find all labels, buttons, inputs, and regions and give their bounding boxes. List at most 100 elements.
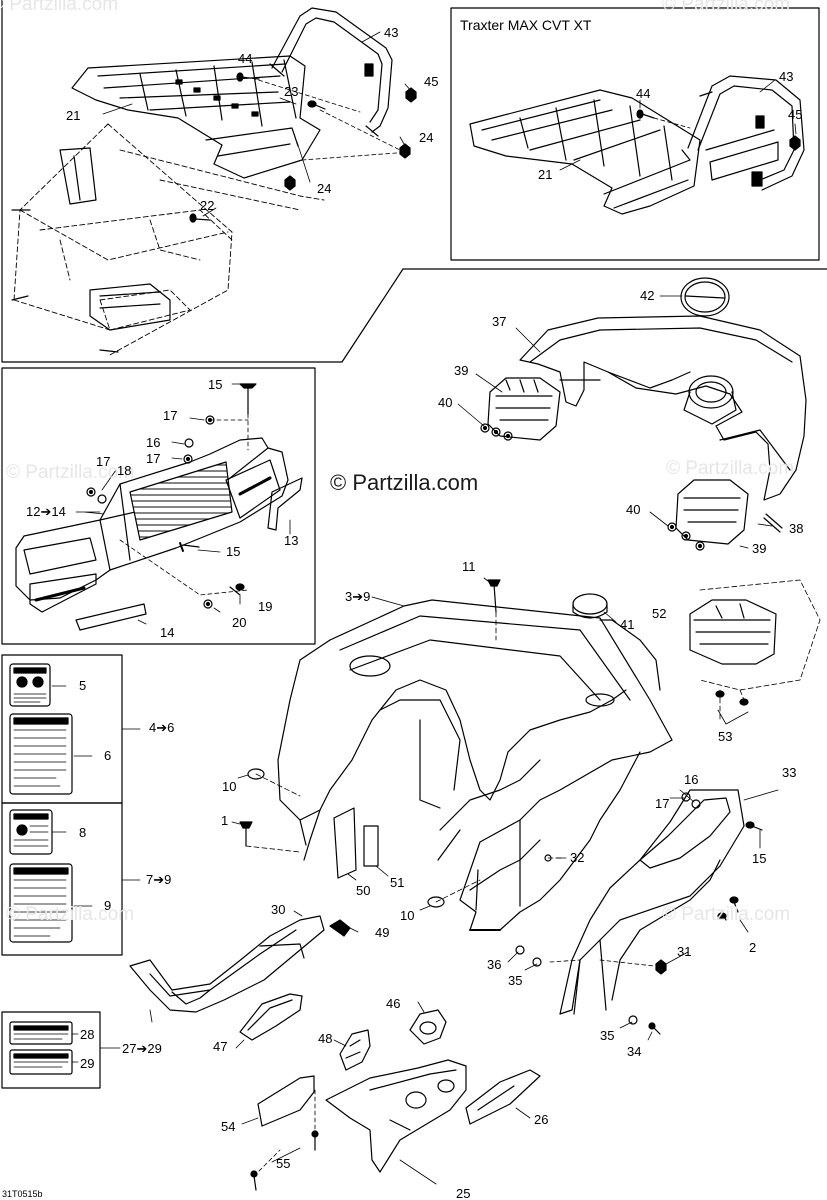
callout-20: 20 bbox=[232, 615, 247, 630]
callout-45: 45 bbox=[788, 107, 803, 122]
decal-6 bbox=[9, 713, 73, 795]
callout-40: 40 bbox=[626, 502, 641, 517]
callout-9: 9 bbox=[104, 898, 112, 913]
callout-54: 54 bbox=[221, 1119, 236, 1134]
callout-26: 26 bbox=[534, 1112, 549, 1127]
callout-2: 2 bbox=[749, 940, 757, 955]
inner-panel-25 bbox=[325, 1059, 467, 1173]
inset-box bbox=[450, 7, 820, 261]
watermark-mid-left: © Partzilla.com bbox=[6, 462, 135, 483]
storage-box-39-top bbox=[487, 377, 561, 441]
rack-hardware bbox=[189, 72, 417, 223]
rear-rack-21 bbox=[71, 55, 321, 179]
callout-52: 52 bbox=[652, 606, 667, 621]
callout-37: 37 bbox=[492, 314, 507, 329]
rear-handle-43 bbox=[269, 7, 393, 137]
rack-leader-lines bbox=[102, 31, 413, 217]
rack-panel-border bbox=[1, 0, 827, 363]
callout-19: 19 bbox=[258, 599, 273, 614]
callout-47: 47 bbox=[213, 1039, 228, 1054]
callout-18: 18 bbox=[117, 463, 132, 478]
decal-9 bbox=[9, 863, 73, 943]
callout-12-14: 12➔14 bbox=[26, 504, 66, 519]
callout-55: 55 bbox=[276, 1156, 291, 1171]
decal-29 bbox=[9, 1049, 73, 1075]
front-console-37 bbox=[519, 315, 807, 501]
fender-hardware bbox=[515, 792, 763, 1035]
callout-28: 28 bbox=[80, 1027, 95, 1042]
bracket-48 bbox=[339, 1029, 371, 1071]
callout-41: 41 bbox=[620, 617, 635, 632]
callout-17: 17 bbox=[146, 451, 161, 466]
callout-34: 34 bbox=[627, 1044, 642, 1059]
callout-7-9: 7➔9 bbox=[146, 872, 172, 887]
callout-35: 35 bbox=[600, 1028, 615, 1043]
callout-24: 24 bbox=[317, 181, 332, 196]
callout-1: 1 bbox=[221, 813, 229, 828]
clip-49 bbox=[329, 919, 351, 937]
body-leaders bbox=[231, 577, 617, 911]
watermark-low-left: © Partzilla.com bbox=[6, 904, 135, 925]
callout-6: 6 bbox=[104, 748, 112, 763]
inset-leaders bbox=[559, 79, 797, 171]
callout-21: 21 bbox=[66, 108, 81, 123]
callout-15: 15 bbox=[226, 544, 241, 559]
frame-dashed bbox=[13, 123, 325, 357]
callout-16: 16 bbox=[146, 435, 161, 450]
decal-box-7-9 bbox=[1, 802, 123, 956]
callout-24: 24 bbox=[419, 130, 434, 145]
callout-15: 15 bbox=[208, 377, 223, 392]
callout-4-6: 4➔6 bbox=[149, 720, 175, 735]
inset-rack-21 bbox=[469, 89, 701, 215]
decal-8 bbox=[9, 809, 53, 855]
callout-44: 44 bbox=[636, 86, 651, 101]
grille-leaders bbox=[75, 383, 291, 625]
callout-48: 48 bbox=[318, 1031, 333, 1046]
callout-33: 33 bbox=[782, 765, 797, 780]
decal-5 bbox=[9, 663, 51, 707]
callout-10: 10 bbox=[222, 779, 237, 794]
bottom-leaders bbox=[149, 910, 531, 1185]
partzilla-credit: © Partzilla.com bbox=[330, 470, 479, 495]
callout-23: 23 bbox=[284, 84, 299, 99]
callout-40: 40 bbox=[438, 395, 453, 410]
callout-22: 22 bbox=[200, 198, 215, 213]
washers-40 bbox=[480, 423, 705, 551]
callout-17: 17 bbox=[96, 454, 111, 469]
callout-32: 32 bbox=[570, 850, 585, 865]
callout-27-29: 27➔29 bbox=[122, 1041, 162, 1056]
callout-39: 39 bbox=[454, 363, 469, 378]
callout-17: 17 bbox=[655, 796, 670, 811]
watermark-mid-right: © Partzilla.com bbox=[666, 458, 795, 479]
callout-31: 31 bbox=[677, 944, 692, 959]
fender-leaders bbox=[507, 789, 779, 1041]
callout-10: 10 bbox=[400, 908, 415, 923]
callout-3-9: 3➔9 bbox=[345, 589, 371, 604]
callout-51: 51 bbox=[390, 875, 405, 890]
guard-26 bbox=[465, 1069, 541, 1125]
storage-box-39-bottom bbox=[675, 479, 749, 545]
trim-strips-13-14 bbox=[75, 477, 303, 631]
gasket-ring-42 bbox=[680, 277, 730, 317]
inset-title: Traxter MAX CVT XT bbox=[460, 17, 592, 33]
callout-39: 39 bbox=[752, 541, 767, 556]
front-grille-12-14 bbox=[15, 437, 289, 613]
callout-8: 8 bbox=[79, 825, 87, 840]
diagram-code: 31T0515b bbox=[2, 1189, 43, 1199]
console-leaders bbox=[457, 295, 773, 549]
pin-38 bbox=[763, 513, 783, 533]
decal-box-27-29 bbox=[1, 1011, 101, 1089]
watermark-top-right: © Partzilla.com bbox=[662, 0, 791, 15]
callout-45: 45 bbox=[424, 74, 439, 89]
callout-13: 13 bbox=[284, 533, 299, 548]
bracket-46 bbox=[409, 1009, 447, 1045]
filler-cap-41 bbox=[572, 593, 608, 619]
watermark-low-right: © Partzilla.com bbox=[662, 904, 791, 925]
callout-43: 43 bbox=[384, 25, 399, 40]
frame-parts bbox=[11, 147, 171, 353]
callout-50: 50 bbox=[356, 883, 371, 898]
decal-28 bbox=[9, 1021, 73, 1045]
decal-leaders bbox=[51, 685, 141, 1063]
